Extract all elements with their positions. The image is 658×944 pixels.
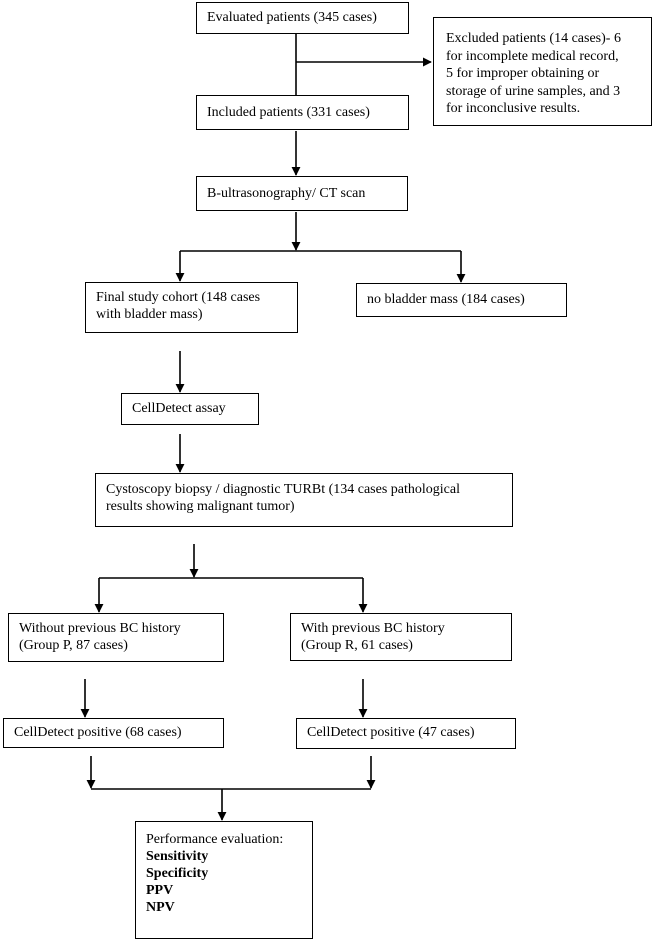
celldetect-assay-text: CellDetect assay (132, 401, 226, 416)
group-p-box: Without previous BC history (Group P, 87… (8, 613, 224, 662)
metric-npv: NPV (146, 900, 175, 915)
performance-evaluation-box: Performance evaluation: Sensitivity Spec… (135, 821, 313, 939)
excluded-patients-text: Excluded patients (14 cases)- 6 for inco… (446, 31, 621, 116)
imaging-text: B-ultrasonography/ CT scan (207, 186, 366, 201)
celldetect-positive-r-box: CellDetect positive (47 cases) (296, 718, 516, 749)
group-r-text: With previous BC history (Group R, 61 ca… (301, 621, 445, 653)
final-cohort-box: Final study cohort (148 cases with bladd… (85, 282, 298, 333)
final-cohort-text: Final study cohort (148 cases with bladd… (96, 290, 261, 322)
metric-sensitivity: Sensitivity (146, 849, 209, 864)
celldetect-assay-box: CellDetect assay (121, 393, 259, 425)
imaging-box: B-ultrasonography/ CT scan (196, 176, 408, 211)
celldetect-positive-r-text: CellDetect positive (47 cases) (307, 725, 475, 740)
performance-evaluation-title: Performance evaluation: (146, 832, 284, 847)
cystoscopy-text: Cystoscopy biopsy / diagnostic TURBt (13… (106, 482, 460, 514)
celldetect-positive-p-text: CellDetect positive (68 cases) (14, 725, 182, 740)
included-patients-box: Included patients (331 cases) (196, 95, 409, 130)
metric-ppv: PPV (146, 883, 174, 898)
excluded-patients-box: Excluded patients (14 cases)- 6 for inco… (433, 17, 652, 126)
metric-specificity: Specificity (146, 866, 209, 881)
no-bladder-mass-box: no bladder mass (184 cases) (356, 283, 567, 317)
group-p-text: Without previous BC history (Group P, 87… (19, 621, 181, 653)
included-patients-text: Included patients (331 cases) (207, 105, 370, 120)
evaluated-patients-box: Evaluated patients (345 cases) (196, 2, 409, 34)
evaluated-patients-text: Evaluated patients (345 cases) (207, 10, 377, 25)
group-r-box: With previous BC history (Group R, 61 ca… (290, 613, 512, 661)
no-bladder-mass-text: no bladder mass (184 cases) (367, 292, 525, 307)
celldetect-positive-p-box: CellDetect positive (68 cases) (3, 718, 224, 748)
cystoscopy-box: Cystoscopy biopsy / diagnostic TURBt (13… (95, 473, 513, 527)
